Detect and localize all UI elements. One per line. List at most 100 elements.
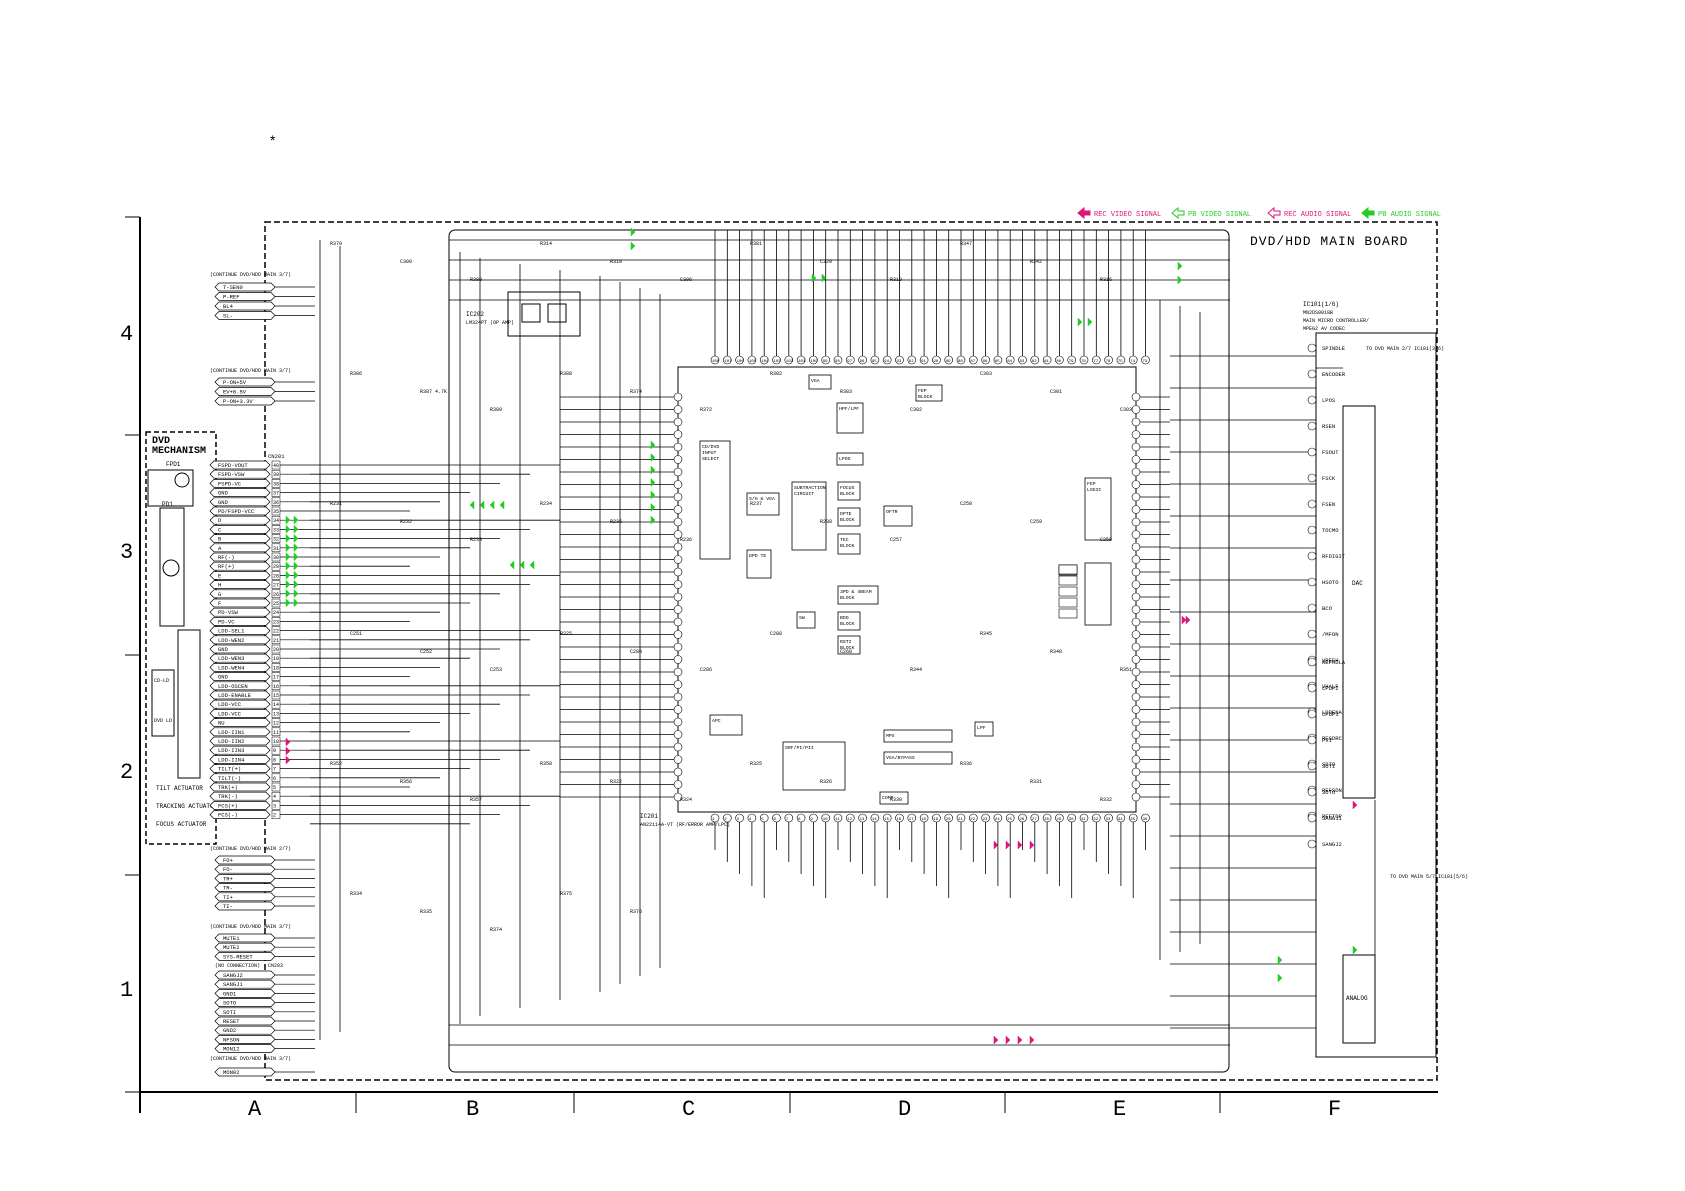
cn201-pin-label: GND [218,674,229,681]
component-label: R370 [330,241,342,247]
pin-left [673,492,683,502]
signal-arrow-icon [1277,955,1283,965]
pin-number: 30 [1069,818,1074,822]
part-pd1: PD1 [162,501,173,508]
signal-arrow-icon [630,227,636,237]
pin-number: 88 [958,360,963,364]
pin-number: 91 [921,360,926,364]
ic202-name: LM324PT (OP AMP) [466,320,514,326]
mid-connector-label: TR- [223,885,233,892]
component-label: R345 [980,631,992,637]
pin-left [673,692,683,702]
component-label: R358 [540,761,552,767]
cn201-pin-tag [209,469,271,479]
right-blocks [1342,405,1376,1044]
cn201-pin-tag [209,653,271,663]
signal-label: VREFH [1322,657,1339,664]
power-connector-label: P-ON+5V [223,379,247,386]
pin-right [1131,717,1141,727]
block-label: VGA/BYPASS [886,755,915,761]
row-label: 2 [120,760,133,785]
cn201-title: CN201 [268,453,285,460]
component-label: R389 [490,407,502,413]
row-label: 3 [120,540,133,565]
pin-right-ic101 [1307,761,1317,771]
pin-number: 98 [835,360,840,364]
component-label: R332 [1100,797,1112,803]
cn203-pin-label: SANGJ2 [223,972,243,979]
pin-right-ic101 [1307,735,1317,745]
pin-right-ic101 [1307,603,1317,613]
cn203-pin-label: GND2 [223,1027,236,1034]
pin-number: 5 [273,785,276,791]
signal-label: RSEN [1322,423,1335,430]
pin-number: 27 [1032,818,1037,822]
top-connector-label: BL4 [223,303,234,310]
signal-arrow-icon [489,500,495,510]
signal-label: REFSDN [1322,787,1342,794]
continue-label: (CONTINUE DVD/HDD MAIN 3/7) [210,1056,291,1062]
block-label: MPX [886,733,895,739]
cn201-pin-label: LDD-VCC [218,701,242,708]
block [837,611,861,631]
signal-label: TOCMO [1322,527,1339,534]
signal-label: CPDP2 [1322,685,1339,692]
cn201-pin-tag [209,782,271,792]
block [746,492,780,516]
cn201-pin-tag [209,699,271,709]
pin-right-ic101 [1307,343,1317,353]
block [699,440,731,560]
block [883,751,953,765]
cn201-pin-label: LDD-IIN4 [218,756,245,763]
wires [310,230,1376,1046]
component-label: R380 [470,277,482,283]
continue-label: (CONTINUE DVD/HDD MAIN 3/7) [210,272,291,278]
pin-number: 90 [933,360,938,364]
cn201-pin-tag [209,525,271,534]
signal-label: PVI [1322,737,1332,744]
cn201-pin-label: TILT(+) [218,766,241,773]
block [879,791,909,805]
cn201-pin-tag [209,755,271,764]
block-label: COMP [882,795,894,801]
lower-connector-label: MUTE2 [223,944,240,951]
top-connector-label: SL- [223,313,233,320]
block-label: APC [712,718,721,724]
pin-number: 27 [273,583,279,589]
dac-block-label: DAC [1352,580,1363,587]
signal-label: SANGJ1 [1322,815,1343,822]
pin-right [1131,655,1141,664]
component-label: R232 [400,519,412,525]
block [796,611,816,629]
pin-left [673,505,683,514]
cn201-pin-label: E [218,572,222,579]
signal-arrow-icon [285,515,291,525]
pin-number: 94 [884,360,889,364]
pin-number: 107 [724,360,732,364]
block-label: BLOCK [840,595,855,601]
block [836,452,864,466]
pin-number: 77 [1093,360,1098,364]
signal-arrow-icon [519,560,525,570]
block [746,549,772,579]
pin-number: 15 [273,693,279,699]
component-label: R319 [890,277,902,283]
pin-right [1131,517,1141,527]
cn201-pin-tag [209,497,271,507]
pin-left [673,630,683,639]
pin-right [1131,455,1141,464]
pin-left [673,455,683,464]
cn201-pin-label: A [218,545,222,552]
pin-number: 19 [273,656,279,662]
ic201-ref: IC201 [640,813,658,820]
component-label: R231 [330,501,342,507]
cn201-pin-label: RF(-) [218,554,235,561]
pin-number: 2 [273,813,276,819]
signal-arrow-icon [1352,945,1358,955]
pin-number: 25 [273,601,279,607]
pin-number: 30 [273,555,279,561]
pin-right-ic101 [1307,657,1317,667]
signal-arrow-icon [293,579,299,590]
pin-number: 11 [273,730,279,736]
